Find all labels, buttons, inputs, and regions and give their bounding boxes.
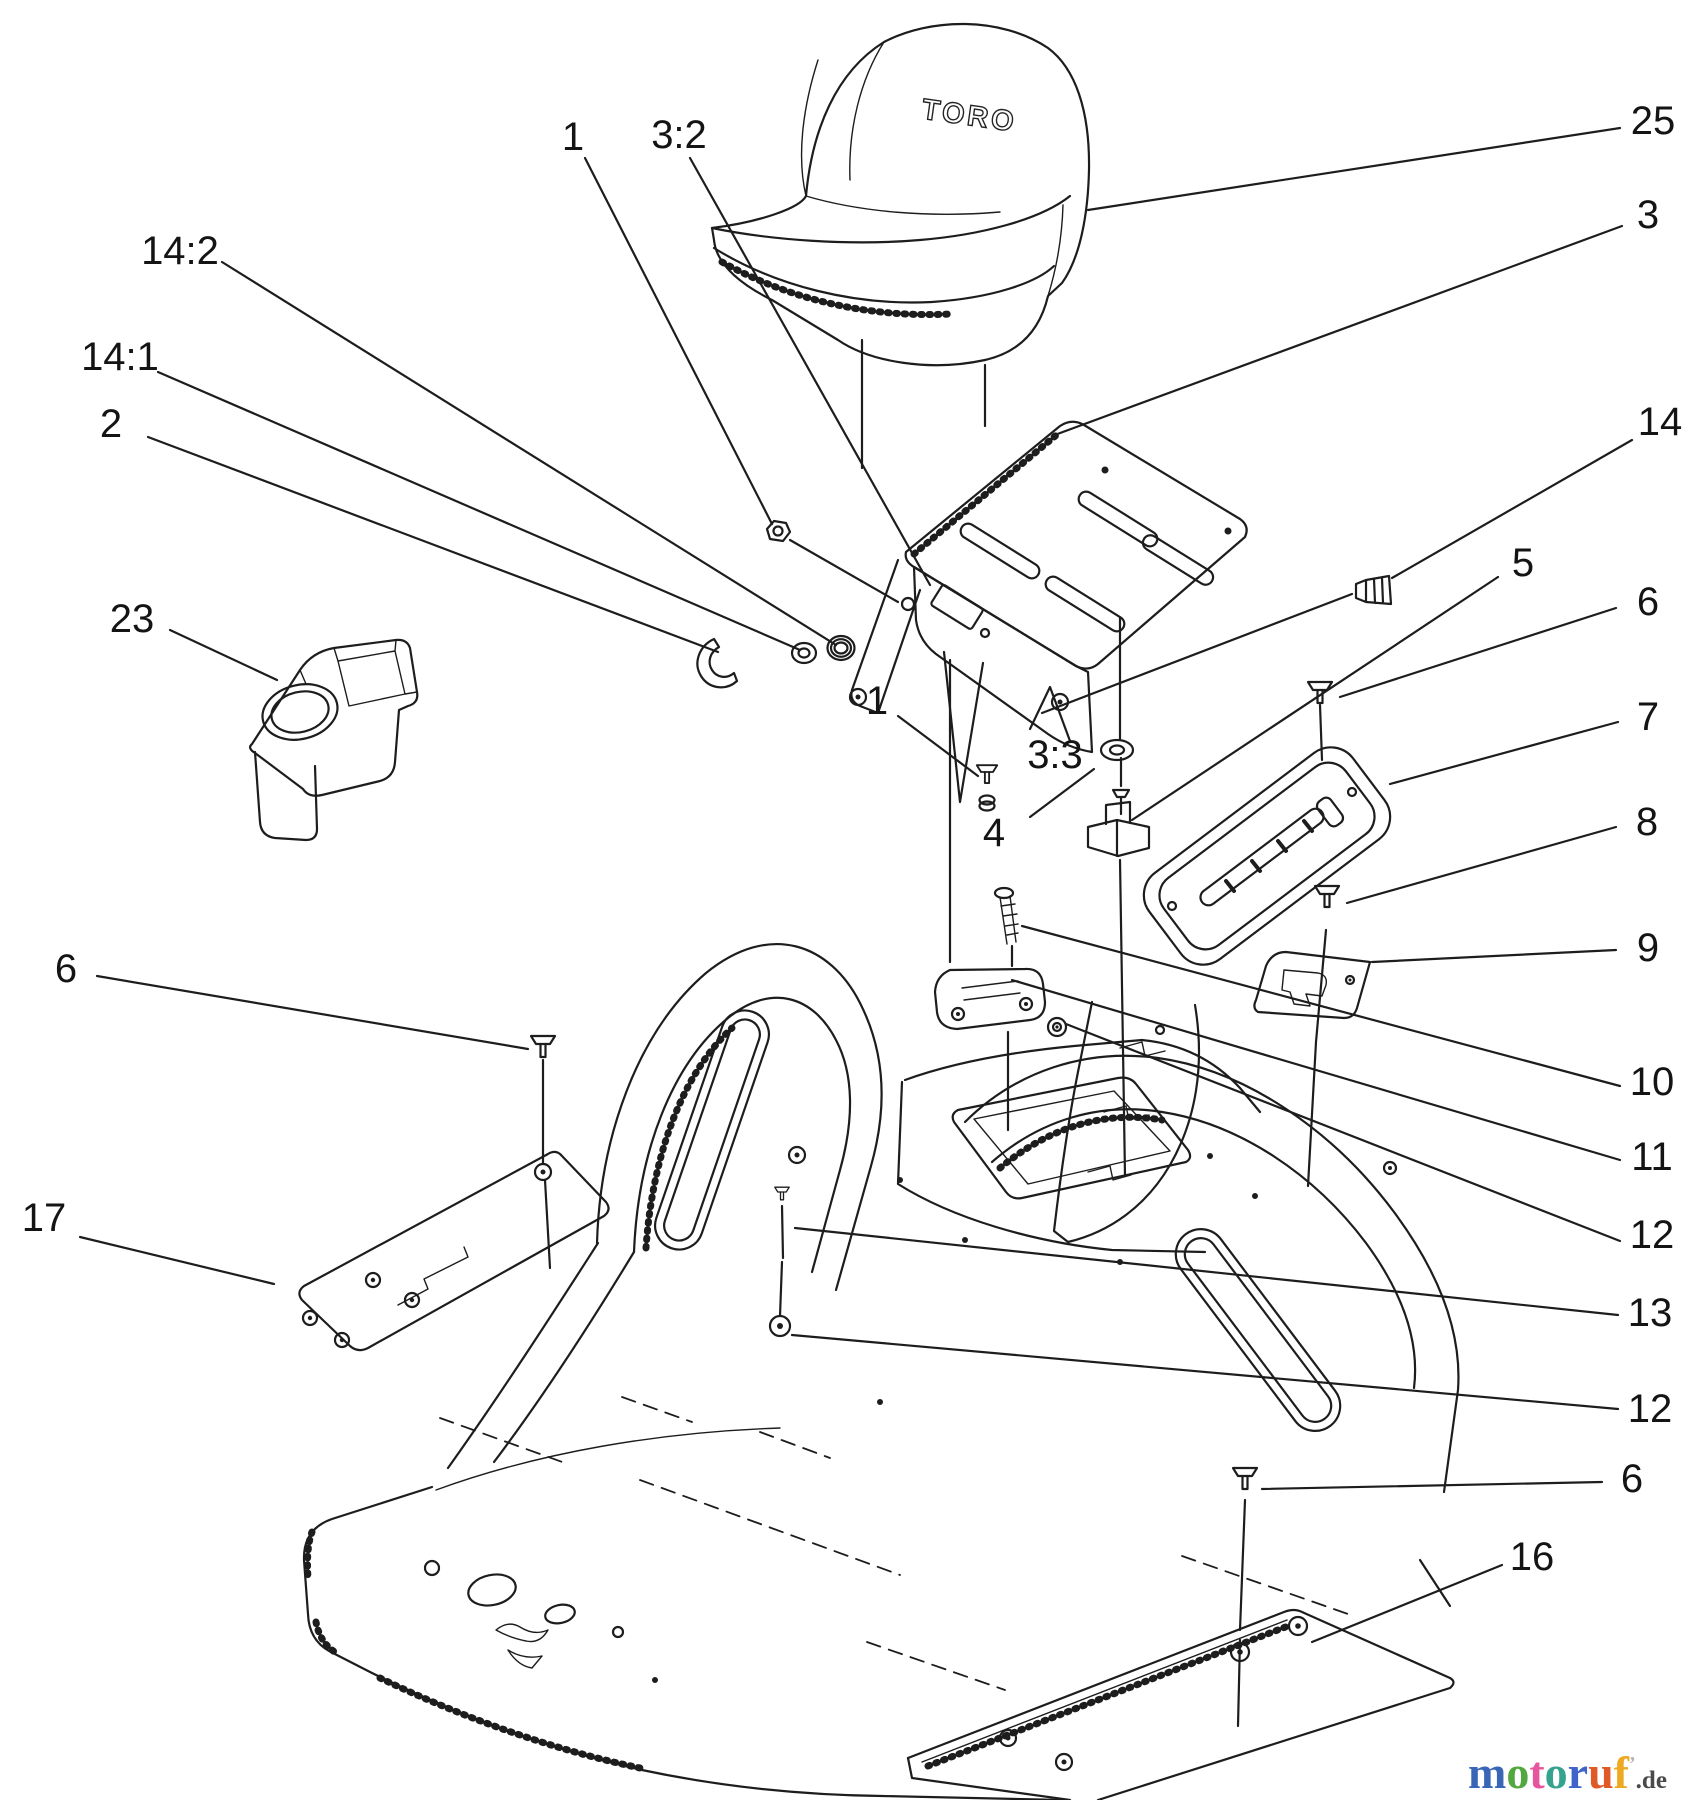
callout-17: 17: [22, 1196, 67, 1240]
watermark-letter: u: [1588, 1747, 1614, 1798]
watermark-tick: ’: [1629, 1753, 1636, 1775]
callout-7: 7: [1637, 695, 1659, 739]
callout-12-lower: 12: [1628, 1387, 1673, 1431]
watermark-letter: o: [1545, 1747, 1568, 1798]
callout-3-3: 3:3: [1027, 733, 1083, 777]
callout-16: 16: [1510, 1535, 1555, 1579]
callout-8: 8: [1636, 800, 1658, 844]
callout-labels: 1 3:2 14:2 14:1 2 23 25 3 14 5 6 7 8 9 1…: [22, 99, 1683, 1579]
callout-13: 13: [1628, 1291, 1673, 1335]
callout-6-left: 6: [55, 947, 77, 991]
seat-drawing: TORO: [710, 22, 1091, 367]
seat-toro-logo: TORO: [920, 94, 1019, 139]
callout-2: 2: [100, 402, 122, 446]
adjustment-plate-drawing: [1142, 746, 1392, 966]
callout-12: 12: [1630, 1213, 1675, 1257]
callout-14-1: 14:1: [81, 335, 159, 379]
watermark-letter: t: [1529, 1747, 1545, 1798]
callout-10: 10: [1630, 1060, 1675, 1104]
callout-3: 3: [1637, 193, 1659, 237]
callout-9: 9: [1637, 926, 1659, 970]
callout-25: 25: [1631, 99, 1676, 143]
hardware-drawing: [529, 519, 1393, 1491]
watermark-letter: f: [1614, 1747, 1630, 1798]
callout-3-2: 3:2: [651, 113, 707, 157]
watermark-letter: r: [1568, 1747, 1588, 1798]
callout-4: 4: [983, 811, 1005, 855]
callout-14-2: 14:2: [141, 229, 219, 273]
rear-bracket-drawing: [1253, 950, 1372, 1020]
callout-11: 11: [1631, 1135, 1673, 1179]
callout-6-lower-right: 6: [1621, 1457, 1643, 1501]
callout-23: 23: [110, 597, 155, 641]
leader-lines: [78, 126, 1634, 1644]
watermark-letter: o: [1506, 1747, 1529, 1798]
right-mount-plate-drawing: [906, 1608, 1455, 1800]
watermark-letter: m: [1468, 1747, 1506, 1798]
callout-1-top: 1: [562, 115, 584, 159]
callout-1-mid: 1: [866, 679, 888, 723]
watermark-logo: motoruf’.de: [1468, 1747, 1667, 1798]
callout-14: 14: [1638, 400, 1683, 444]
watermark-suffix: .de: [1636, 1767, 1667, 1794]
left-mount-plate-drawing: [298, 1150, 610, 1352]
callout-6-right: 6: [1637, 580, 1659, 624]
cup-holder-drawing: [248, 638, 419, 842]
callout-5: 5: [1512, 541, 1534, 585]
rear-fender-body-drawing: [302, 943, 1460, 1800]
assembly-guide-lines: [541, 338, 1354, 1728]
